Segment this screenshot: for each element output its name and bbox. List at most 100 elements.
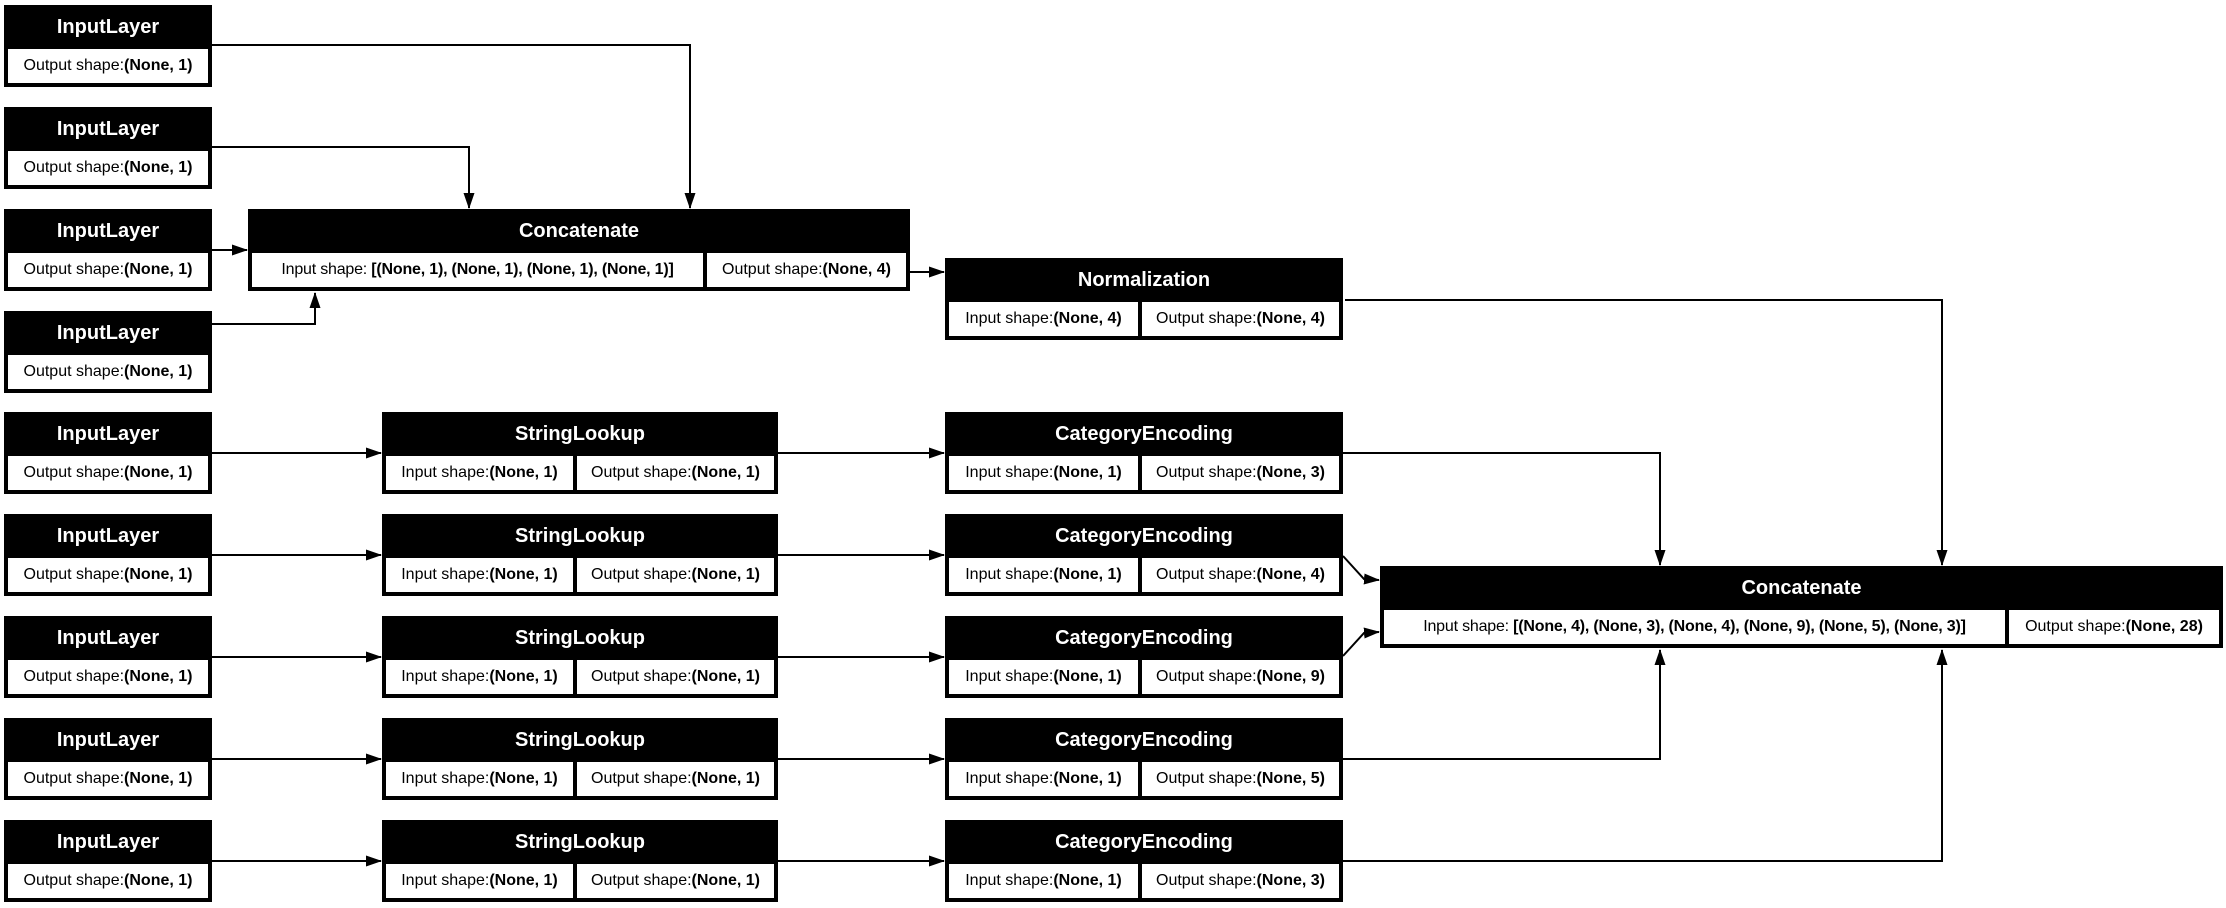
shape-value: (None, 4) <box>1053 310 1122 327</box>
categoryencoding-node-3: CategoryEncoding Input shape: (None, 1) … <box>945 616 1343 698</box>
shape-value: (None, 1) <box>1053 872 1122 889</box>
shape-value: (None, 3) <box>1256 872 1325 889</box>
input-shape-cell: Input shape: (None, 1) <box>949 456 1138 490</box>
shape-label: Input shape: <box>401 770 490 787</box>
node-shape-row: Input shape: (None, 1) Output shape: (No… <box>386 762 774 796</box>
shape-label: Output shape: <box>722 261 823 278</box>
shape-label: Input shape: <box>965 770 1054 787</box>
shape-label: Input shape: <box>401 566 490 583</box>
node-title: InputLayer <box>56 831 160 853</box>
shape-label: Output shape: <box>23 57 125 74</box>
node-shape-row: Output shape: (None, 1) <box>8 660 208 694</box>
output-shape-cell: Output shape: (None, 1) <box>8 864 208 898</box>
normalization-node: Normalization Input shape: (None, 4) Out… <box>945 258 1343 340</box>
shape-label: Output shape: <box>23 872 125 889</box>
shape-value: (None, 1) <box>124 261 193 278</box>
output-shape-cell: Output shape: (None, 3) <box>1142 864 1339 898</box>
shape-label: Output shape: <box>23 668 125 685</box>
node-shape-row: Output shape: (None, 1) <box>8 151 208 185</box>
inputlayer-node-c: InputLayer Output shape: (None, 1) <box>4 209 212 291</box>
node-shape-row: Input shape: (None, 1) Output shape: (No… <box>949 558 1339 592</box>
output-shape-cell: Output shape: (None, 28) <box>2009 610 2219 644</box>
shape-value: (None, 1) <box>124 566 193 583</box>
shape-value: (None, 1) <box>124 464 193 481</box>
node-title: InputLayer <box>56 322 160 344</box>
shape-label: Output shape: <box>2025 618 2126 635</box>
shape-value: (None, 1) <box>691 668 760 685</box>
input-shape-cell: Input shape: (None, 4) <box>949 302 1138 336</box>
inputlayer-node-1: InputLayer Output shape: (None, 1) <box>4 412 212 494</box>
input-shape-cell: Input shape: [(None, 1), (None, 1), (Non… <box>252 253 703 287</box>
node-shape-row: Output shape: (None, 1) <box>8 558 208 592</box>
shape-value: (None, 1) <box>1053 668 1122 685</box>
shape-label: Output shape: <box>23 261 125 278</box>
edge-ce_2-to-concat2 <box>1342 555 1380 585</box>
shape-label: Output shape: <box>591 464 692 481</box>
input-shape-cell: Input shape: (None, 1) <box>386 762 573 796</box>
shape-label: Input shape: <box>965 668 1054 685</box>
inputlayer-node-a: InputLayer Output shape: (None, 1) <box>4 5 212 87</box>
node-title: CategoryEncoding <box>1055 423 1233 445</box>
edge-input_b-to-concat1 <box>212 146 475 209</box>
shape-value: (None, 1) <box>691 566 760 583</box>
shape-value: [(None, 1), (None, 1), (None, 1), (None,… <box>371 261 674 278</box>
shape-label: Input shape: <box>1423 618 1514 635</box>
concatenate-node-2: Concatenate Input shape: [(None, 4), (No… <box>1380 566 2223 648</box>
node-title: CategoryEncoding <box>1055 729 1233 751</box>
input-shape-cell: Input shape: (None, 1) <box>949 864 1138 898</box>
shape-label: Input shape: <box>965 464 1054 481</box>
stringlookup-node-4: StringLookup Input shape: (None, 1) Outp… <box>382 718 778 800</box>
shape-value: (None, 1) <box>124 668 193 685</box>
node-title: StringLookup <box>515 729 645 751</box>
node-title: StringLookup <box>515 627 645 649</box>
node-title: Normalization <box>1077 269 1211 291</box>
shape-value: (None, 1) <box>489 464 558 481</box>
node-shape-row: Input shape: (None, 1) Output shape: (No… <box>386 558 774 592</box>
shape-value: (None, 1) <box>124 57 193 74</box>
shape-value: (None, 1) <box>124 159 193 176</box>
node-shape-row: Input shape: (None, 1) Output shape: (No… <box>949 456 1339 490</box>
edge-ce_4-to-concat2 <box>1343 649 1666 760</box>
node-shape-row: Input shape: (None, 1) Output shape: (No… <box>386 456 774 490</box>
output-shape-cell: Output shape: (None, 4) <box>707 253 906 287</box>
inputlayer-node-b: InputLayer Output shape: (None, 1) <box>4 107 212 189</box>
output-shape-cell: Output shape: (None, 1) <box>577 660 774 694</box>
node-title: CategoryEncoding <box>1055 525 1233 547</box>
shape-label: Output shape: <box>591 566 692 583</box>
output-shape-cell: Output shape: (None, 3) <box>1142 456 1339 490</box>
input-shape-cell: Input shape: (None, 1) <box>949 558 1138 592</box>
shape-label: Output shape: <box>591 668 692 685</box>
node-title: StringLookup <box>515 525 645 547</box>
inputlayer-node-3: InputLayer Output shape: (None, 1) <box>4 616 212 698</box>
shape-value: (None, 1) <box>124 872 193 889</box>
shape-label: Output shape: <box>1156 872 1257 889</box>
node-title: InputLayer <box>56 525 160 547</box>
shape-label: Output shape: <box>23 770 125 787</box>
edge-ce_1-to-concat2 <box>1343 452 1666 566</box>
node-title: InputLayer <box>56 627 160 649</box>
categoryencoding-node-1: CategoryEncoding Input shape: (None, 1) … <box>945 412 1343 494</box>
shape-value: (None, 1) <box>691 770 760 787</box>
shape-value: [(None, 4), (None, 3), (None, 4), (None,… <box>1513 618 1966 635</box>
output-shape-cell: Output shape: (None, 4) <box>1142 302 1339 336</box>
categoryencoding-node-2: CategoryEncoding Input shape: (None, 1) … <box>945 514 1343 596</box>
categoryencoding-node-5: CategoryEncoding Input shape: (None, 1) … <box>945 820 1343 902</box>
node-title: InputLayer <box>56 729 160 751</box>
output-shape-cell: Output shape: (None, 1) <box>577 558 774 592</box>
shape-label: Output shape: <box>1156 770 1257 787</box>
edge-input_a-to-concat1 <box>212 44 696 209</box>
shape-label: Input shape: <box>965 310 1054 327</box>
node-shape-row: Input shape: (None, 1) Output shape: (No… <box>386 864 774 898</box>
output-shape-cell: Output shape: (None, 1) <box>8 49 208 83</box>
node-title: InputLayer <box>56 118 160 140</box>
node-title: CategoryEncoding <box>1055 831 1233 853</box>
output-shape-cell: Output shape: (None, 1) <box>577 864 774 898</box>
shape-label: Input shape: <box>401 872 490 889</box>
edge-norm-to-concat2 <box>1345 299 1948 566</box>
shape-value: (None, 4) <box>1256 310 1325 327</box>
output-shape-cell: Output shape: (None, 1) <box>577 456 774 490</box>
shape-value: (None, 9) <box>1256 668 1325 685</box>
input-shape-cell: Input shape: [(None, 4), (None, 3), (Non… <box>1384 610 2005 644</box>
node-title: StringLookup <box>515 423 645 445</box>
